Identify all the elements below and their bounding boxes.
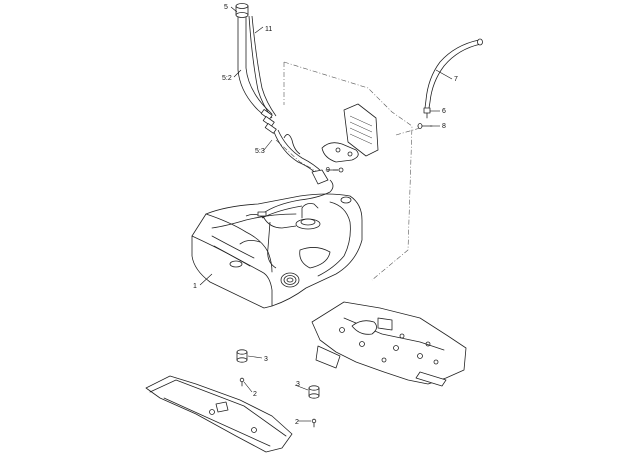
bracket bbox=[321, 103, 379, 163]
crossmember bbox=[145, 375, 293, 453]
callout-5-3: 5:3 bbox=[255, 148, 265, 155]
callout-2-left: 2 bbox=[253, 391, 257, 398]
fuel-tank bbox=[191, 179, 363, 309]
hose-clamps bbox=[260, 109, 277, 134]
callout-9: 9 bbox=[326, 167, 330, 174]
callout-11: 11 bbox=[265, 26, 272, 33]
isolator-right bbox=[308, 385, 320, 399]
filler-neck bbox=[235, 3, 273, 119]
leader-lines bbox=[199, 6, 453, 422]
callout-labels: 5 11 5:2 5:3 7 6 8 9 1 3 2 3 2 bbox=[193, 4, 458, 426]
callout-6: 6 bbox=[442, 108, 446, 115]
vent-hose bbox=[248, 15, 277, 119]
callout-3-left: 3 bbox=[264, 356, 268, 363]
callout-5: 5 bbox=[224, 4, 228, 11]
connector bbox=[417, 123, 433, 129]
isolator-left bbox=[236, 349, 248, 363]
long-hose bbox=[424, 38, 483, 109]
callout-7: 7 bbox=[454, 76, 458, 83]
callout-3-right: 3 bbox=[296, 381, 300, 388]
callout-8: 8 bbox=[442, 123, 446, 130]
callout-5-2: 5:2 bbox=[222, 75, 232, 82]
bolt-right bbox=[311, 418, 317, 428]
check-valve bbox=[311, 167, 344, 185]
tank-hose bbox=[273, 129, 323, 177]
callout-1: 1 bbox=[193, 283, 197, 290]
bolt-left bbox=[239, 377, 245, 387]
assembly-guide-lines bbox=[275, 61, 421, 281]
small-fitting bbox=[423, 107, 431, 119]
chassis-plate bbox=[311, 301, 467, 387]
callout-2-right: 2 bbox=[295, 419, 299, 426]
